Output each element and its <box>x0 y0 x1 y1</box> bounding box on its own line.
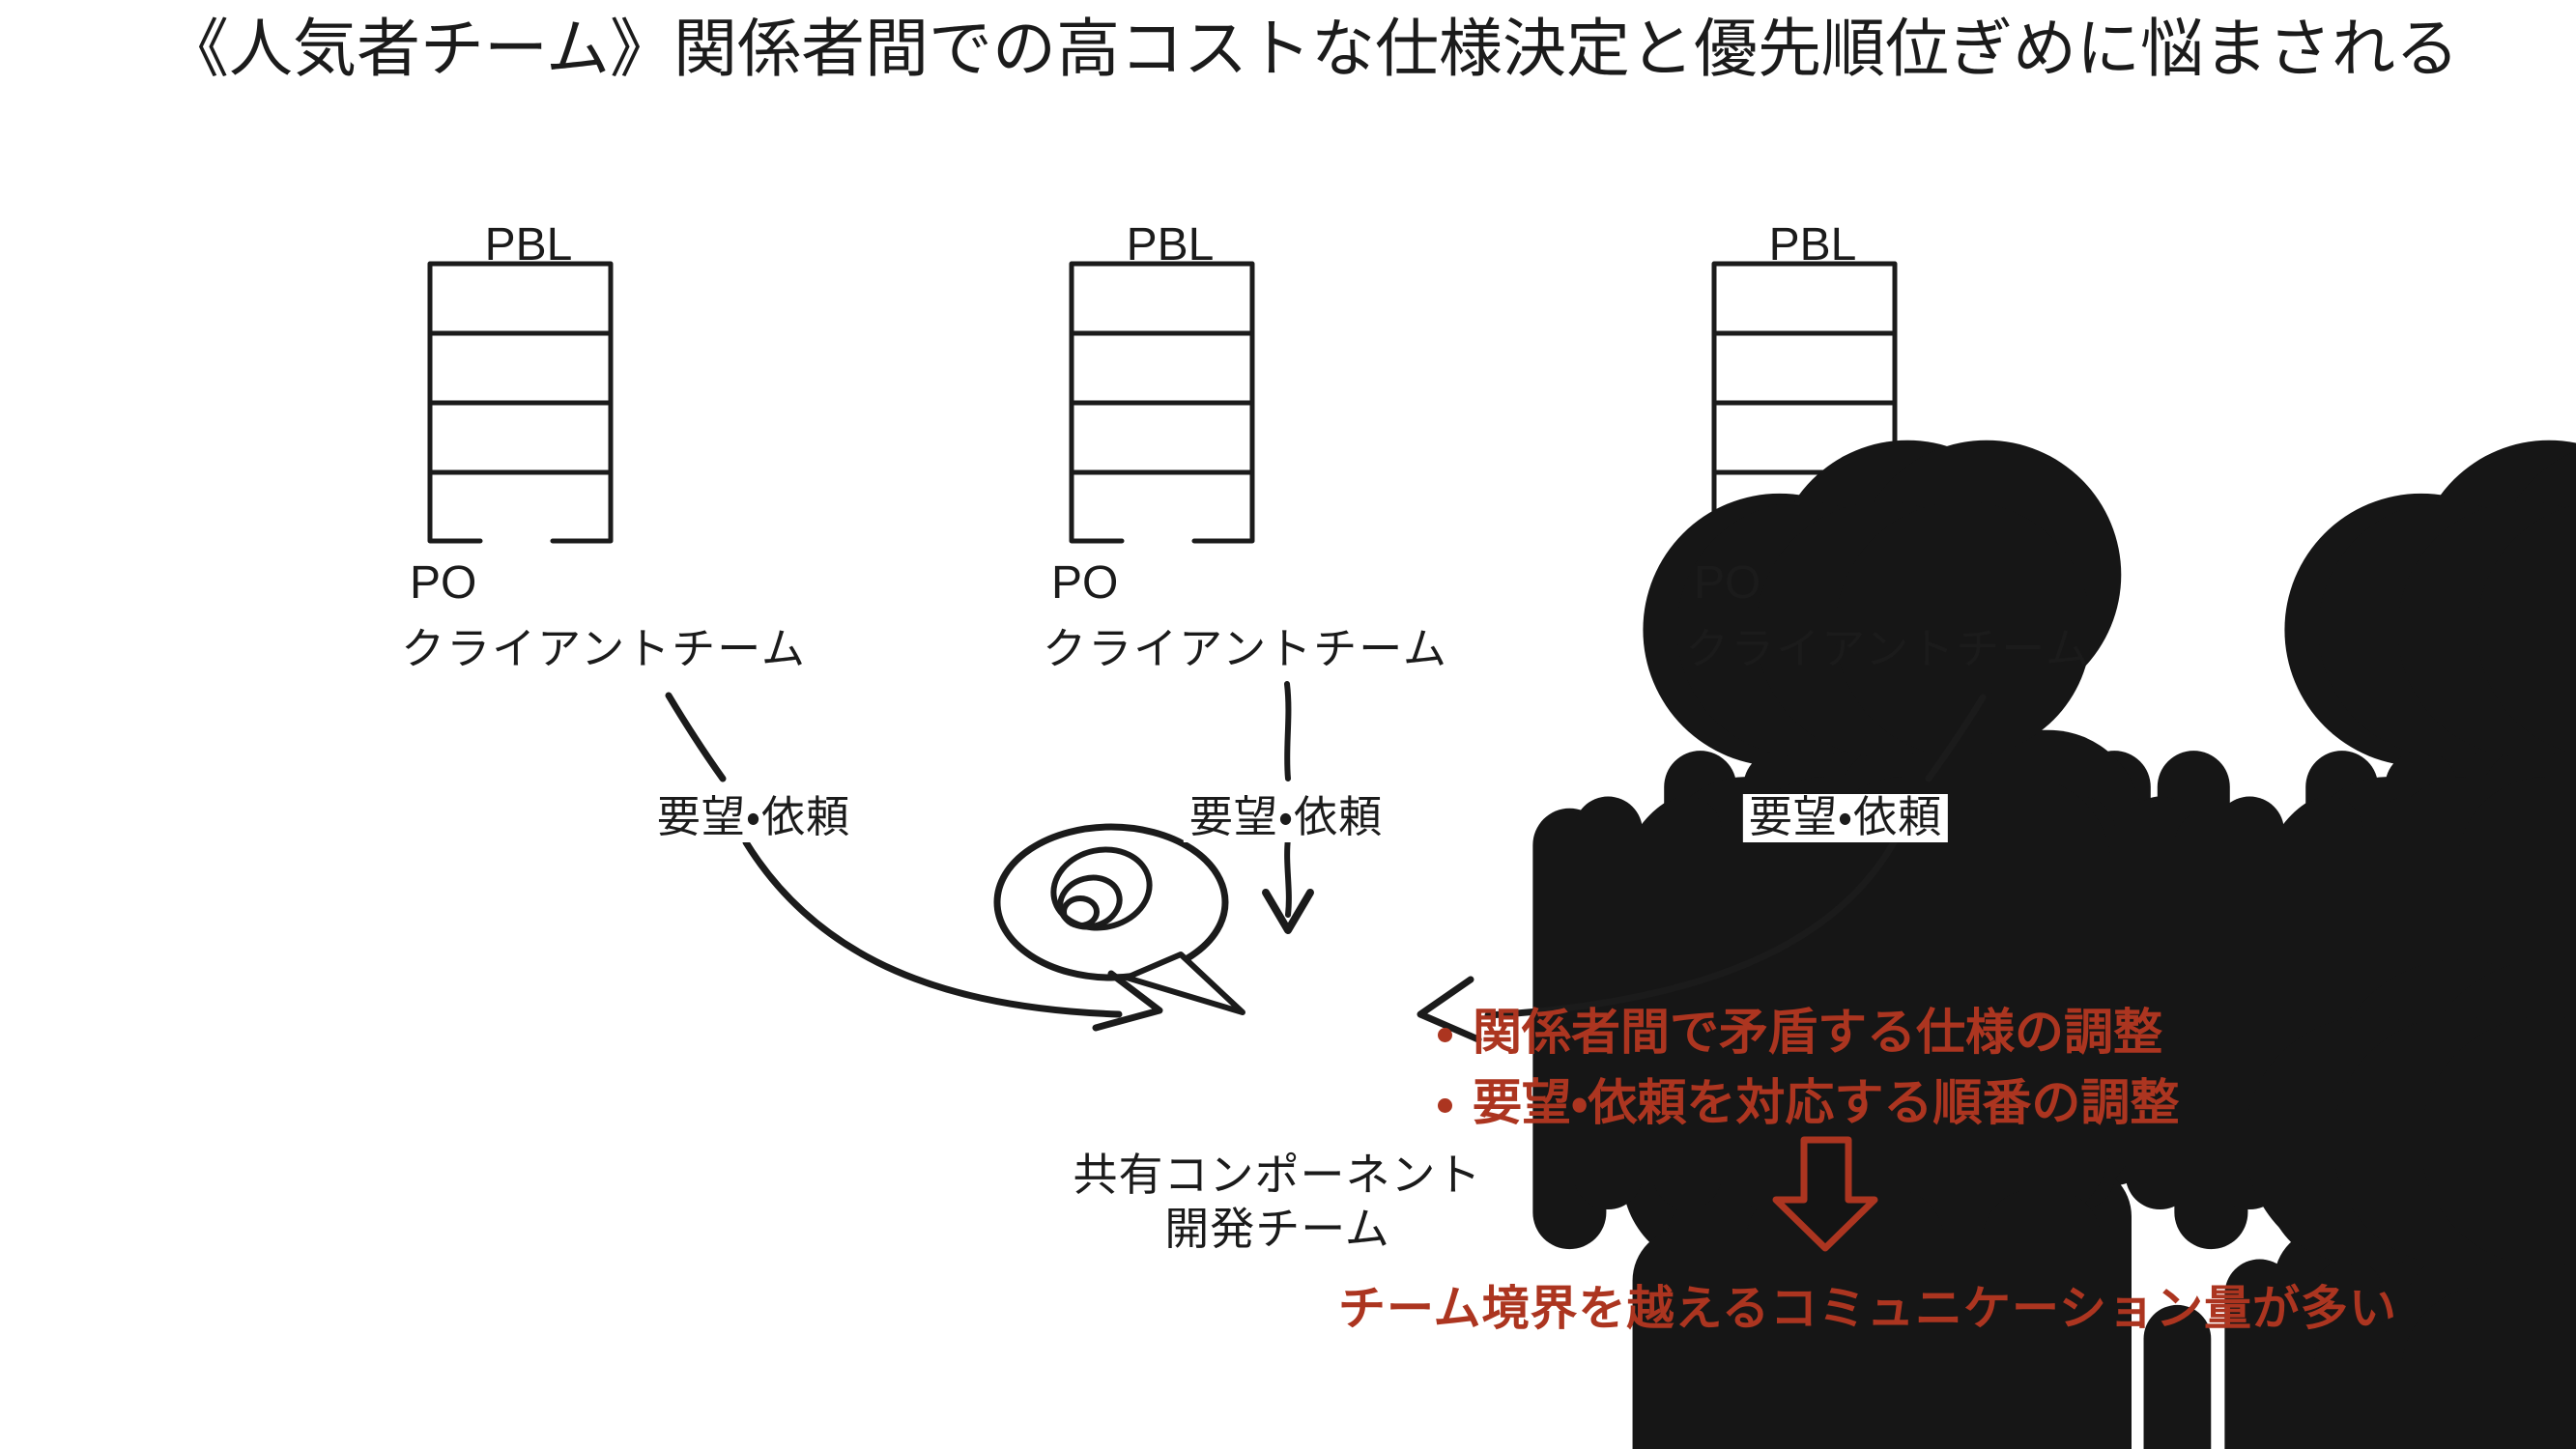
scribble-icon <box>1050 846 1153 931</box>
request-arrow-right <box>1417 694 1987 1043</box>
pbl-label: PBL <box>484 219 573 270</box>
pbl-box <box>427 261 614 544</box>
shared-team-label-line2: 開発チーム <box>1164 1205 1390 1254</box>
po-label: PO <box>410 557 477 609</box>
down-arrow-icon <box>1772 1136 1878 1252</box>
client-team-label: クライアントチーム <box>1043 625 1448 673</box>
shared-team-label-line1: 共有コンポーネント <box>1073 1151 1482 1200</box>
speech-bubble-tail <box>1124 952 1245 1015</box>
client-team-label: クライアントチーム <box>401 625 807 673</box>
request-label: 要望・依頼 <box>650 793 857 842</box>
pbl-label: PBL <box>1768 219 1857 270</box>
client-team-label: クライアントチーム <box>1685 625 2091 673</box>
page-title: 《人気者チーム》関係者間での高コストな仕様決定と優先順位ぎめに悩まされる <box>164 14 2460 85</box>
request-label: 要望・依頼 <box>1183 793 1389 842</box>
pbl-label: PBL <box>1126 219 1215 270</box>
po-label: PO <box>1051 557 1119 609</box>
request-label: 要望・依頼 <box>1742 793 1949 842</box>
issue-item: 関係者間で矛盾する仕様の調整 <box>1473 1005 2179 1064</box>
issue-item: 要望・依頼を対応する順番の調整 <box>1473 1075 2179 1134</box>
request-arrow-middle <box>1262 681 1314 934</box>
pbl-box <box>1069 261 1255 544</box>
issue-list: 関係者間で矛盾する仕様の調整 要望・依頼を対応する順番の調整 <box>1428 1005 2179 1146</box>
po-label: PO <box>1694 557 1761 609</box>
conclusion-label: チーム境界を越えるコミュニケーション量が多い <box>1337 1282 2398 1335</box>
speech-bubble-icon <box>993 823 1245 1015</box>
